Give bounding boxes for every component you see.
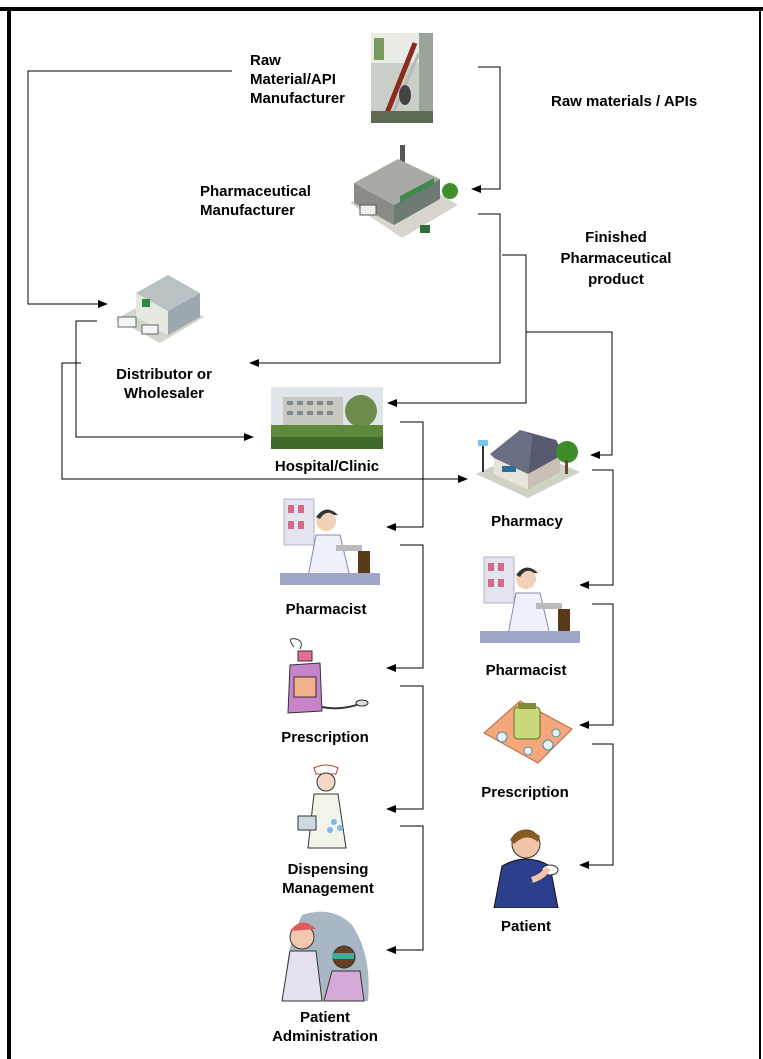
connector-manufacturer-to-distributor	[249, 213, 501, 367]
raw-material-label: Raw Material/API Manufacturer	[250, 51, 345, 108]
patient-administration-label: Patient Administration	[272, 1008, 378, 1046]
connector-distributor-to-hospital	[75, 320, 254, 441]
medicine-bottle-image	[287, 638, 369, 714]
patient-admin-label-line2: Administration	[272, 1028, 378, 1045]
lab-equipment-image	[371, 33, 433, 123]
distributor-label-line2: Wholesaler	[123, 385, 205, 402]
pharmacist-image	[280, 495, 380, 585]
factory-icon	[350, 145, 458, 238]
dispensing-label-line1: Dispensing	[287, 861, 369, 878]
pharma-manufacturer-label-line2: Manufacturer	[200, 202, 296, 219]
hospital-label: Hospital/Clinic	[274, 458, 380, 475]
pharmacy-label: Pharmacy	[491, 513, 563, 530]
pharmacy-pharmacist-label: Pharmacist	[485, 662, 567, 679]
connector-raw-to-distributor	[27, 70, 232, 308]
connector-manufacturer-to-pharmacy	[526, 331, 613, 459]
finished-product-line2: Pharmaceutical	[560, 250, 672, 267]
raw-material-label-line2: Material/API	[250, 71, 336, 88]
patient-administration-image	[281, 911, 369, 1002]
hospital-prescription-label: Prescription	[281, 729, 369, 746]
patient-label: Patient	[500, 918, 552, 935]
finished-product-line3: product	[588, 271, 644, 288]
connector-pharmacist-to-prescription-2	[579, 603, 614, 729]
finished-product-annotation: Finished Pharmaceutical product	[561, 227, 672, 290]
distributor-label: Distributor or Wholesaler	[116, 365, 212, 403]
nurse-image	[297, 764, 347, 849]
raw-material-label-line3: Manufacturer	[250, 90, 346, 107]
pills-image	[483, 700, 573, 764]
raw-material-label-line1: Raw	[250, 52, 281, 69]
dispensing-label-line2: Management	[282, 880, 374, 897]
dispensing-management-label: Dispensing Management	[282, 860, 374, 898]
patient-admin-label-line1: Patient	[299, 1009, 350, 1026]
warehouse-icon	[116, 275, 204, 343]
connector-prescription-to-dispensing	[386, 685, 424, 813]
raw-materials-apis-annotation: Raw materials / APIs	[551, 93, 698, 110]
connector-prescription-to-patient	[579, 743, 614, 869]
connector-manufacturer-to-hospital	[387, 254, 527, 407]
connector-dispensing-to-admin	[386, 825, 424, 954]
pharmacy-prescription-label: Prescription	[481, 784, 569, 801]
connector-raw-to-manufacturer	[471, 66, 501, 193]
distributor-label-line1: Distributor or	[116, 366, 212, 383]
patient-image	[493, 829, 559, 908]
connector-pharmacist-to-prescription	[386, 544, 424, 672]
hospital-photo	[271, 387, 383, 449]
connector-hospital-to-pharmacist	[386, 421, 424, 531]
connector-distributor-to-pharmacy	[61, 362, 468, 483]
pharmaceutical-manufacturer-label: Pharmaceutical Manufacturer	[200, 182, 311, 220]
pharma-manufacturer-label-line1: Pharmaceutical	[200, 183, 311, 200]
connector-pharmacy-to-pharmacist	[579, 469, 614, 589]
pharmacy-icon	[476, 430, 580, 498]
pharmacist-image-2	[480, 553, 580, 643]
hospital-pharmacist-label: Pharmacist	[285, 601, 367, 618]
finished-product-line1: Finished	[585, 229, 647, 246]
